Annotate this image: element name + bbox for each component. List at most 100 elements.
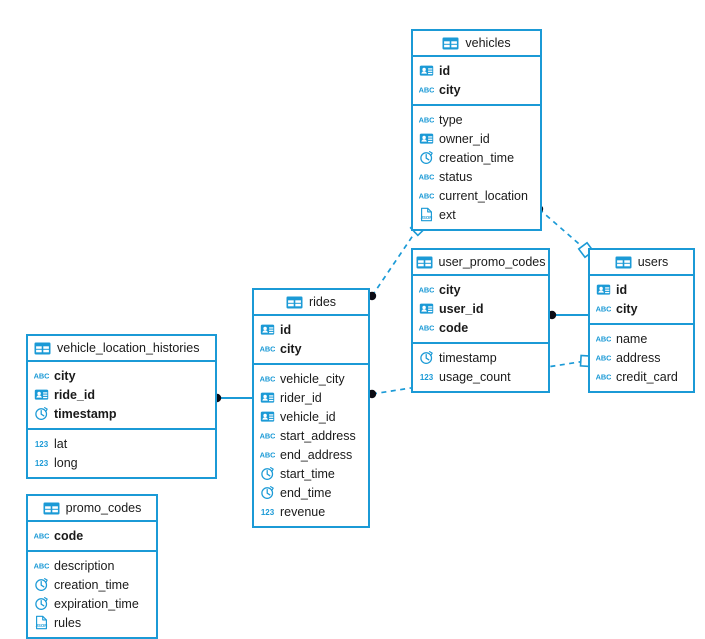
json-document-icon: JSON (34, 615, 49, 630)
field-name-label: id (439, 63, 451, 78)
field-row[interactable]: id (413, 61, 540, 80)
table-header-user_promo_codes[interactable]: user_promo_codes (413, 250, 548, 276)
field-row[interactable]: end_time (254, 483, 368, 502)
field-row[interactable]: ABC end_address (254, 445, 368, 464)
table-header-promo_codes[interactable]: promo_codes (28, 496, 156, 522)
table-header-vehicle_location_histories[interactable]: vehicle_location_histories (28, 336, 215, 362)
svg-text:ABC: ABC (419, 86, 434, 95)
svg-text:ABC: ABC (596, 305, 611, 314)
abc-text-icon: ABC (596, 369, 611, 384)
field-name-label: end_address (280, 447, 353, 462)
123-number-icon: 123 (34, 436, 49, 451)
field-row[interactable]: vehicle_id (254, 407, 368, 426)
field-row[interactable]: JSON rules (28, 613, 156, 632)
id-card-icon (419, 301, 434, 316)
field-row[interactable]: timestamp (28, 404, 215, 423)
field-name-label: start_time (280, 466, 335, 481)
field-name-label: usage_count (439, 369, 511, 384)
field-name-label: code (439, 320, 469, 335)
field-name-label: rider_id (280, 390, 322, 405)
table-grid-icon (286, 296, 303, 309)
svg-text:ABC: ABC (260, 345, 275, 354)
field-row[interactable]: start_time (254, 464, 368, 483)
table-header-rides[interactable]: rides (254, 290, 368, 316)
field-row[interactable]: ABC type (413, 110, 540, 129)
field-name-label: code (54, 528, 84, 543)
table-header-users[interactable]: users (590, 250, 693, 276)
svg-text:ABC: ABC (419, 286, 434, 295)
field-name-label: type (439, 112, 463, 127)
svg-text:JSON: JSON (36, 623, 48, 628)
table-header-vehicles[interactable]: vehicles (413, 31, 540, 57)
field-row[interactable]: user_id (413, 299, 548, 318)
field-row[interactable]: creation_time (413, 148, 540, 167)
field-row[interactable]: 123 usage_count (413, 367, 548, 386)
field-name-label: expiration_time (54, 596, 139, 611)
clock-icon (34, 406, 49, 421)
table-name-label: users (637, 255, 669, 269)
field-row[interactable]: ABC credit_card (590, 367, 693, 386)
field-row[interactable]: id (590, 280, 693, 299)
field-row[interactable]: id (254, 320, 368, 339)
field-name-label: user_id (439, 301, 484, 316)
svg-text:123: 123 (261, 508, 275, 517)
field-row[interactable]: creation_time (28, 575, 156, 594)
field-row[interactable]: expiration_time (28, 594, 156, 613)
field-name-label: owner_id (439, 131, 490, 146)
table-grid-icon (416, 256, 433, 269)
svg-text:ABC: ABC (34, 372, 49, 381)
clock-icon (419, 150, 434, 165)
svg-text:123: 123 (35, 440, 49, 449)
abc-text-icon: ABC (596, 301, 611, 316)
field-name-label: lat (54, 436, 68, 451)
field-name-label: rules (54, 615, 82, 630)
field-name-label: address (616, 350, 661, 365)
123-number-icon: 123 (419, 369, 434, 384)
clock-icon (34, 596, 49, 611)
field-row[interactable]: 123 lat (28, 434, 215, 453)
svg-text:ABC: ABC (260, 451, 275, 460)
abc-text-icon: ABC (419, 188, 434, 203)
field-name-label: timestamp (439, 350, 497, 365)
abc-text-icon: ABC (419, 112, 434, 127)
table-name-label: vehicle_location_histories (57, 341, 200, 355)
field-name-label: long (54, 455, 78, 470)
field-name-label: credit_card (616, 369, 678, 384)
table-grid-icon (34, 342, 51, 355)
field-row[interactable]: timestamp (413, 348, 548, 367)
abc-text-icon: ABC (260, 371, 275, 386)
field-row[interactable]: owner_id (413, 129, 540, 148)
id-card-icon (596, 282, 611, 297)
field-row[interactable]: rider_id (254, 388, 368, 407)
field-row[interactable]: ride_id (28, 385, 215, 404)
id-card-icon (260, 390, 275, 405)
